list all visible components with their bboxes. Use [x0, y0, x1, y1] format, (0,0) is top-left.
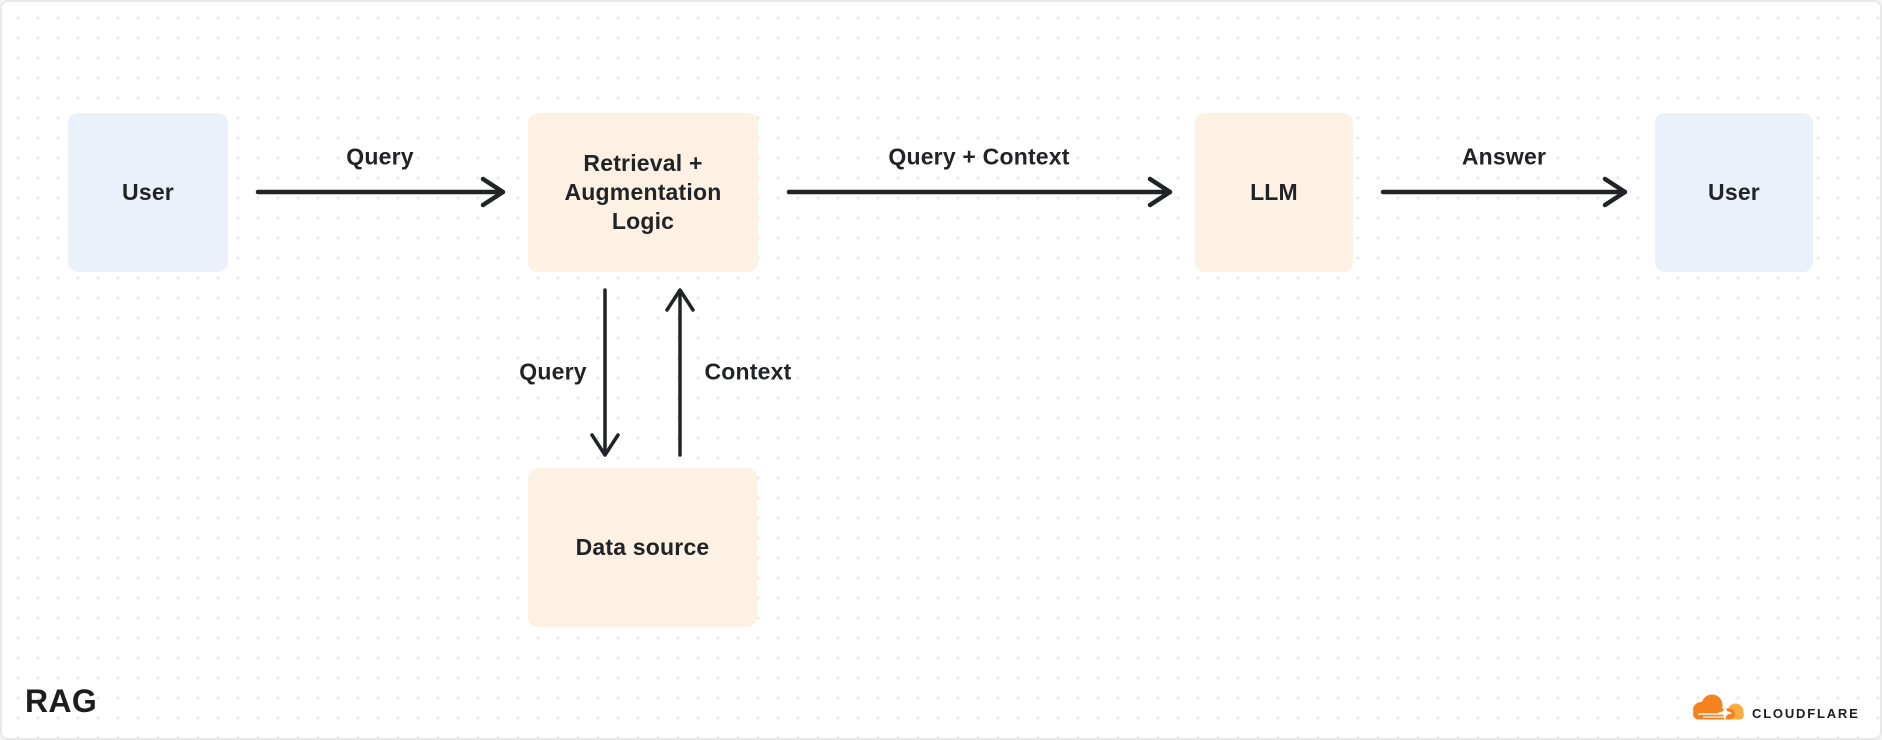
edge-label-query: Query: [346, 143, 414, 170]
arrow-query-down: [590, 288, 620, 457]
edge-label-answer: Answer: [1461, 143, 1547, 170]
arrow-context-up: [665, 288, 695, 457]
cloudflare-cloud-icon: [1693, 694, 1744, 721]
node-llm: LLM: [1195, 113, 1353, 272]
node-data-source-label: Data source: [575, 534, 710, 560]
node-llm-label: LLM: [1250, 179, 1298, 205]
node-user-left-label: User: [122, 179, 174, 205]
node-retrieval-augmentation-logic: Retrieval + Augmentation Logic: [528, 113, 758, 272]
arrow-query-context: [786, 176, 1173, 208]
node-user-right: User: [1655, 113, 1813, 272]
edge-label-context-up: Context: [704, 358, 792, 385]
cloudflare-wordmark: CLOUDFLARE: [1752, 705, 1860, 721]
edge-label-query-down: Query: [519, 358, 587, 385]
node-retrieval-label: Retrieval + Augmentation Logic: [564, 150, 722, 234]
arrow-answer: [1380, 176, 1628, 208]
cloudflare-brand: CLOUDFLARE: [1691, 692, 1860, 726]
node-data-source: Data source: [528, 468, 757, 627]
arrow-query: [255, 176, 506, 208]
node-user-left: User: [68, 113, 228, 272]
node-user-right-label: User: [1708, 179, 1760, 205]
edge-label-query-context: Query + Context: [888, 143, 1070, 170]
diagram-title: RAG: [25, 683, 98, 719]
